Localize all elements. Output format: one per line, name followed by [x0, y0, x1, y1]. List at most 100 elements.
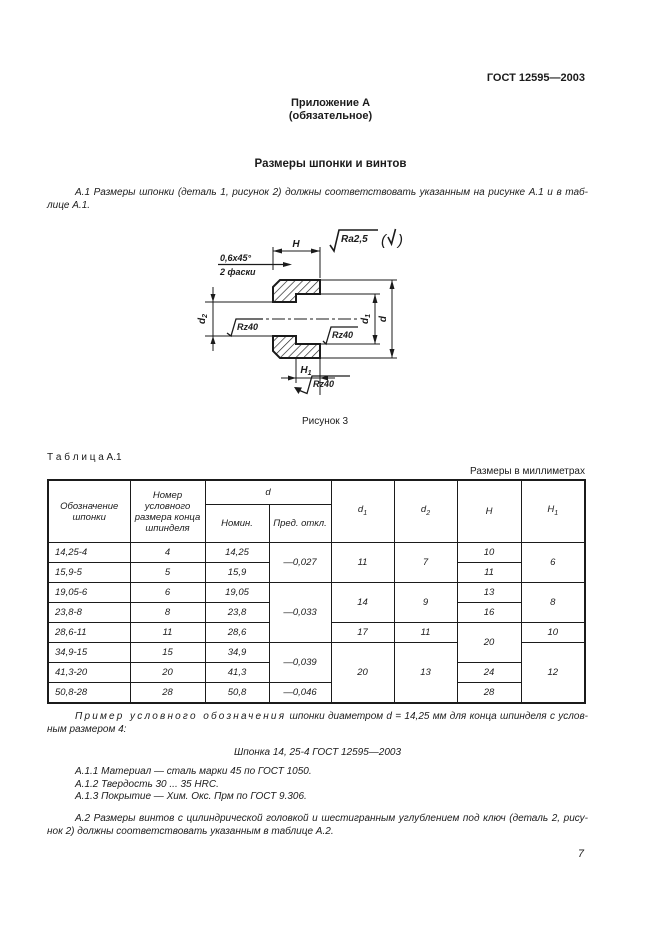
table-title: Т а б л и ц а А.1 — [47, 452, 122, 463]
cell: 15,9 — [204, 562, 270, 583]
key-section-drawing: H 0,6х45° 2 фаски d2 Rz40 Rz40 d1 d — [197, 228, 403, 395]
example-lead: Пример условного обозначения — [75, 711, 287, 722]
cell: 28,6-11 — [47, 622, 131, 643]
h1-arrow-right — [320, 375, 328, 381]
cell: 28,6 — [204, 622, 270, 643]
col-nominal: Номин. — [204, 504, 270, 543]
col-h1: H1 — [520, 479, 586, 543]
cell: 23,8-8 — [47, 602, 131, 623]
d2-base: d — [197, 317, 208, 324]
chamfer-note-line2: 2 фаски — [219, 267, 256, 277]
paragraph-a2-line2: нок 2) должны соответствовать указанным … — [47, 825, 334, 837]
cell: 16 — [456, 602, 522, 623]
example-designation: Шпонка 14, 25-4 ГОСТ 12595—2003 — [233, 747, 402, 758]
col-h1-base: H — [547, 504, 555, 516]
cell: 10 — [520, 622, 586, 643]
dim-label-h: H — [292, 239, 300, 250]
cell: 20 — [456, 622, 522, 663]
d-arrow-bottom — [389, 349, 395, 358]
cell: 20 — [129, 662, 206, 683]
col-designation: Обозначение шпонки — [47, 479, 131, 543]
table-row: 50,8-28 28 50,8 —0,046 28 — [47, 682, 585, 704]
table-row: 15,9-5 5 15,9 11 — [47, 562, 585, 583]
rz-bottom-label: Rz40 — [313, 379, 334, 389]
cell: 8 — [520, 582, 586, 623]
section-title: Размеры шпонки и винтов — [254, 158, 407, 170]
dim-label-d1: d1 — [360, 314, 372, 324]
table-a1: Обозначение шпонки Номер условного разме… — [47, 479, 587, 704]
col-deviation: Пред. откл. — [268, 504, 332, 543]
col-size-number: Номер условного размера конца шпинделя — [129, 479, 206, 543]
col-d: d — [204, 479, 332, 505]
figure-caption: Рисунок 3 — [301, 416, 349, 427]
example-rest: шпонки диаметром d = 14,25 мм для конца … — [286, 711, 588, 722]
h1-sub: 1 — [308, 370, 312, 377]
cell: 14,25-4 — [47, 542, 131, 563]
d2-arrow-top — [210, 294, 216, 302]
cell: 11 — [330, 542, 395, 583]
cell: —0,046 — [268, 682, 332, 704]
cell: 10 — [456, 542, 522, 563]
d1-arrow-bottom — [372, 335, 378, 344]
col-d2: d2 — [393, 479, 458, 543]
cell: 50,8 — [204, 682, 270, 704]
rz-inner-label: Rz40 — [332, 330, 353, 340]
paragraph-a1-line1: А.1 Размеры шпонки (деталь 1, рисунок 2)… — [75, 187, 588, 198]
d1-arrow-top — [372, 294, 378, 303]
dim-label-h1: H1 — [300, 365, 311, 377]
cell: 9 — [393, 582, 458, 623]
item-a11: А.1.1 Материал — сталь марки 45 по ГОСТ … — [75, 766, 312, 777]
paragraph-a2-line1: А.2 Размеры винтов с цилиндрической голо… — [75, 813, 588, 824]
d1-sub: 1 — [365, 314, 372, 318]
appendix-subtitle: (обязательное) — [288, 110, 373, 122]
cell: 6 — [520, 542, 586, 583]
doc-number: ГОСТ 12595—2003 — [486, 72, 585, 84]
roughness-mark-inner — [322, 326, 358, 346]
table-a1-wrap: Обозначение шпонки Номер условного разме… — [47, 479, 587, 704]
cell: 19,05-6 — [47, 582, 131, 603]
cell: 5 — [129, 562, 206, 583]
cell: 11 — [129, 622, 206, 643]
cell: 4 — [129, 542, 206, 563]
cell: 20 — [330, 642, 395, 704]
col-d2-base: d — [420, 504, 427, 516]
table-row: 23,8-8 8 23,8 16 — [47, 602, 585, 623]
col-d1: d1 — [330, 479, 395, 543]
paragraph-a1: А.1 Размеры шпонки (деталь 1, рисунок 2)… — [47, 187, 588, 212]
roughness-mark-bottom — [295, 375, 350, 395]
cell: 15 — [129, 642, 206, 663]
cell: 28 — [456, 682, 522, 704]
table-units-note: Размеры в миллиметрах — [470, 466, 585, 477]
paragraph-a2: А.2 Размеры винтов с цилиндрической голо… — [47, 813, 588, 838]
item-a13: А.1.3 Покрытие — Хим. Окс. Прм по ГОСТ 9… — [75, 791, 307, 803]
col-h1-sub: 1 — [554, 509, 559, 517]
h1-base: H — [300, 365, 308, 376]
section-top-half — [272, 279, 321, 303]
cell: 24 — [456, 662, 522, 683]
appendix-title: Приложение А — [290, 97, 371, 109]
roughness-mark-general — [329, 229, 378, 253]
items-list: А.1.1 Материал — сталь марки 45 по ГОСТ … — [47, 766, 588, 804]
cell: 17 — [330, 622, 395, 643]
paragraph-a1-line2: лице А.1. — [47, 199, 91, 211]
d2-arrow-bottom — [210, 336, 216, 344]
cell: 6 — [129, 582, 206, 603]
d1-base: d — [360, 317, 371, 324]
cell: —0,039 — [268, 642, 332, 683]
cell: 19,05 — [204, 582, 270, 603]
table-row: 41,3-20 20 41,3 24 — [47, 662, 585, 683]
cell: 14,25 — [204, 542, 270, 563]
col-d1-sub: 1 — [363, 509, 368, 517]
h-arrow-right — [311, 248, 320, 254]
appendix-heading: Приложение А (обязательное) — [0, 97, 661, 123]
col-d2-sub: 2 — [426, 509, 431, 517]
cell: 50,8-28 — [47, 682, 131, 704]
cell: 12 — [520, 642, 586, 704]
cell: 23,8 — [204, 602, 270, 623]
cell: 8 — [129, 602, 206, 623]
roughness-mark-left — [226, 318, 263, 338]
cell: 41,3-20 — [47, 662, 131, 683]
cell: 11 — [456, 562, 522, 583]
d2-sub: 2 — [202, 314, 209, 319]
